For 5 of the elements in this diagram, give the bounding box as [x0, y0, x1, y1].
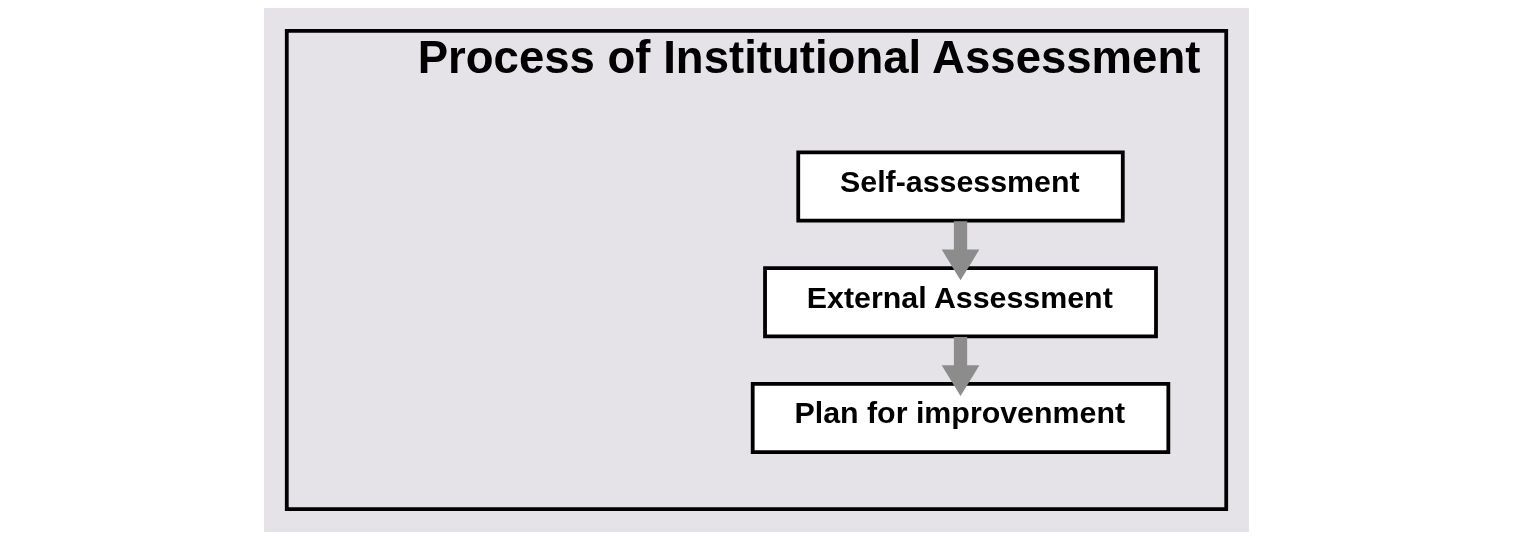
node-box: Plan for improvenment — [750, 381, 1171, 455]
arrow — [941, 221, 980, 281]
node-box: External Assessment — [763, 266, 1158, 339]
arrow — [941, 337, 980, 397]
node-box: Self-assessment — [796, 150, 1125, 223]
